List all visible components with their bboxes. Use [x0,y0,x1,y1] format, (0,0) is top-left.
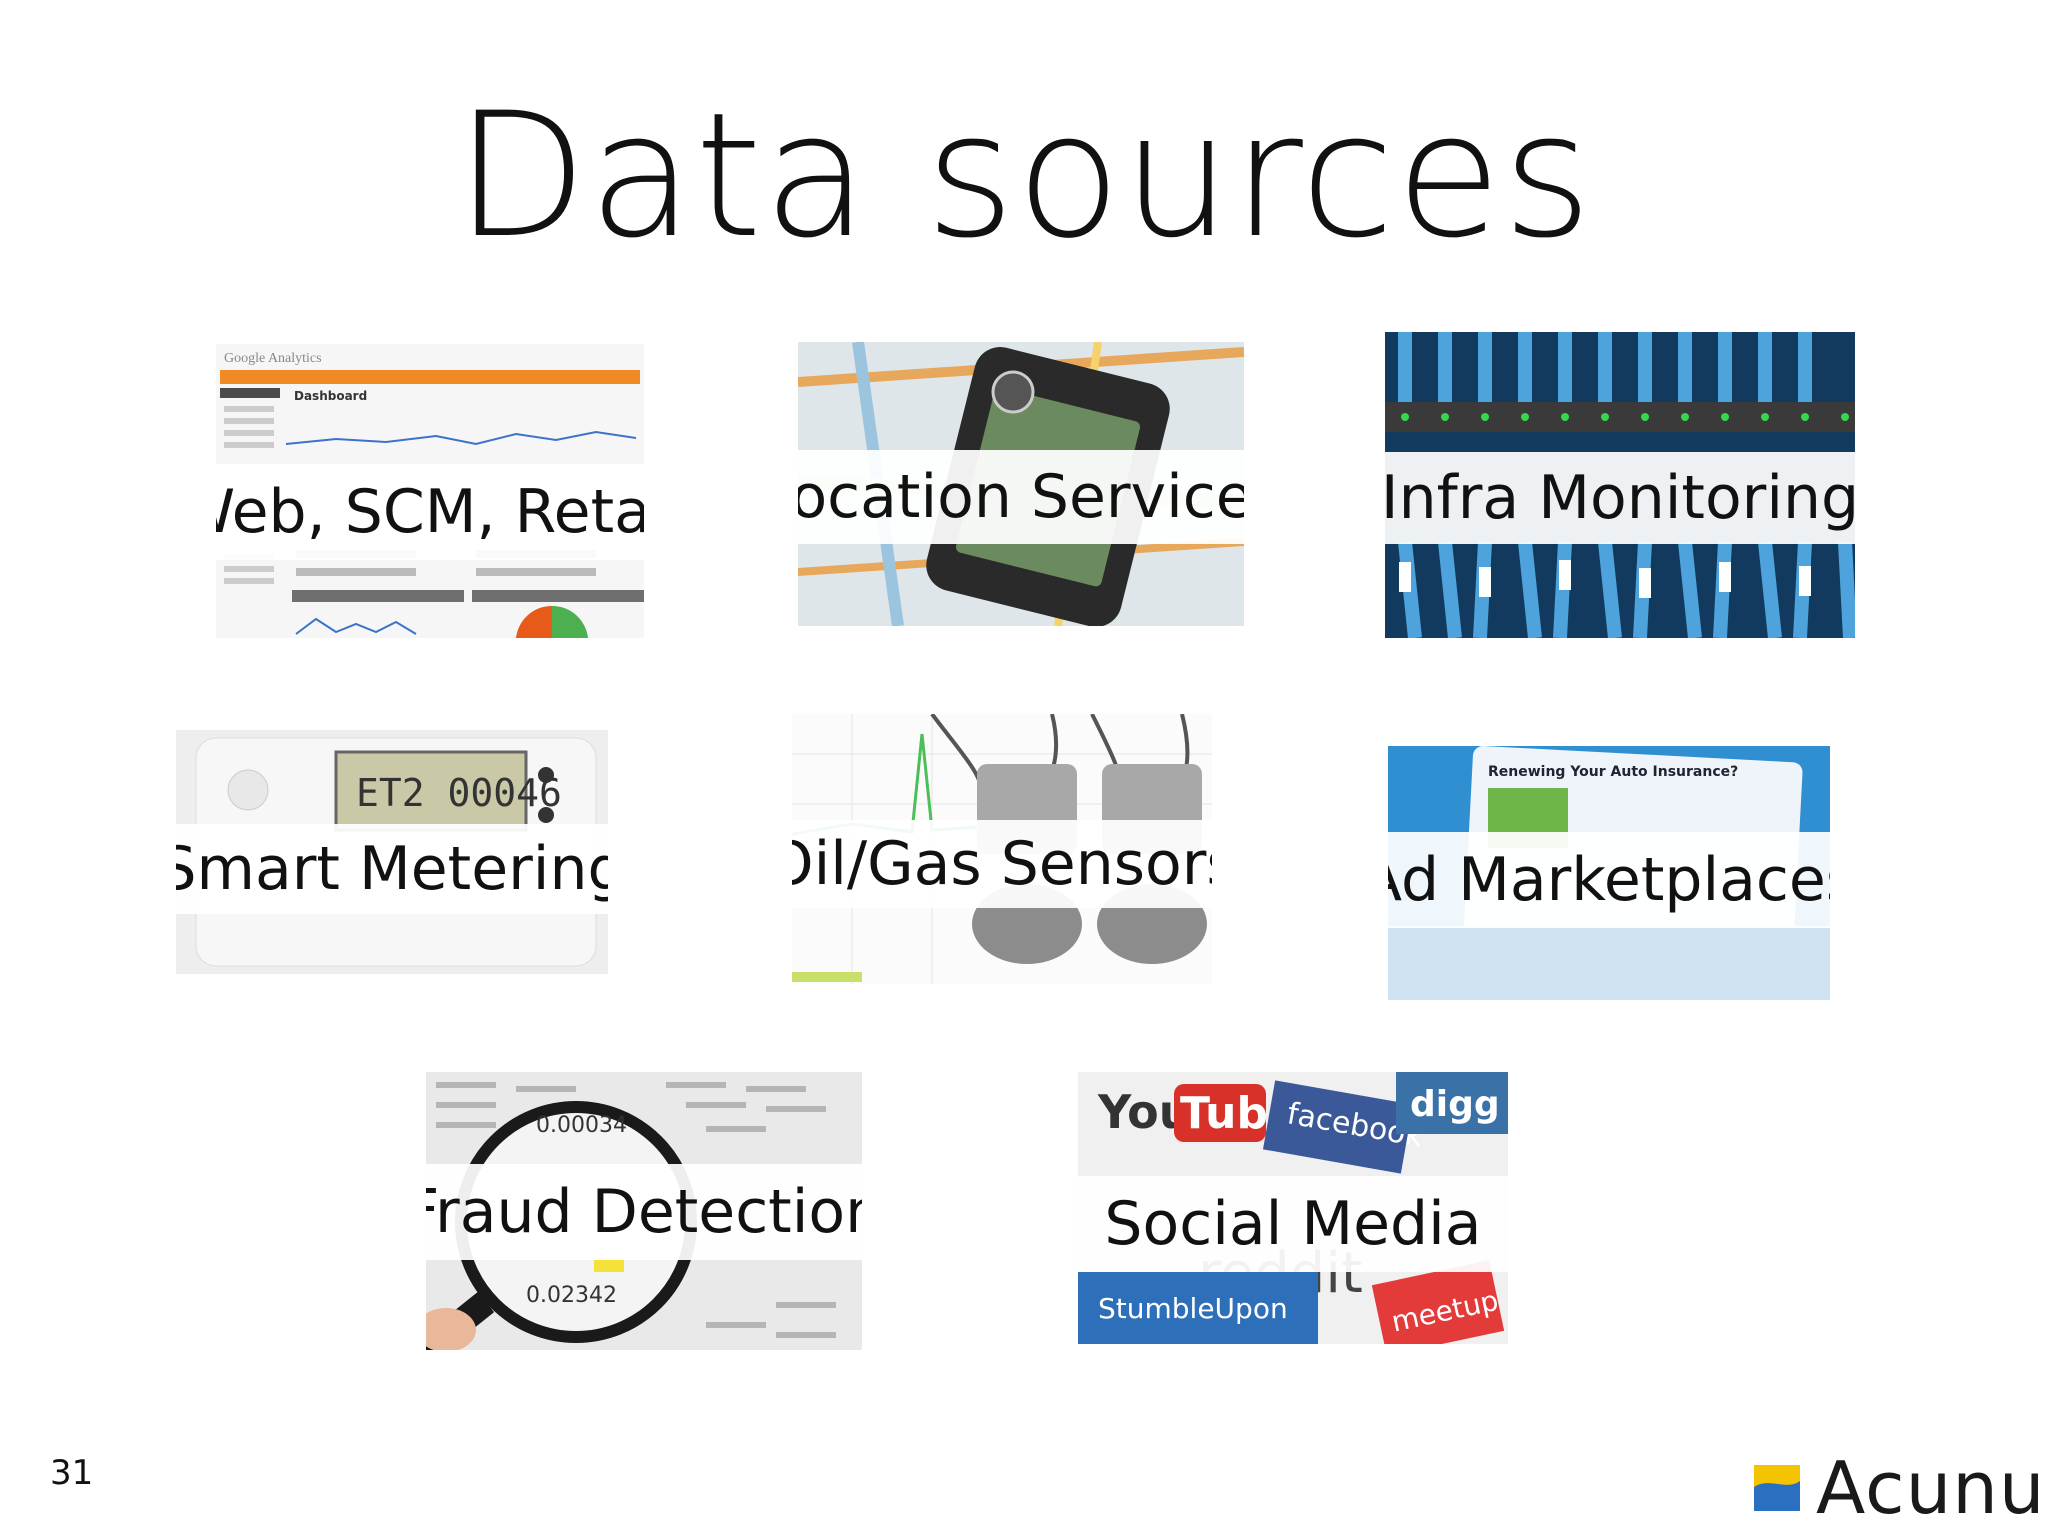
tile-label: Infra Monitoring [1385,463,1855,533]
tile-label: Smart Metering [176,834,608,904]
tile-fraud-detection: 0.00034 0.02342 Fraud Detection [426,1072,862,1350]
svg-text:0.02342: 0.02342 [526,1283,617,1308]
svg-text:Dashboard: Dashboard [294,389,367,403]
page-number: 31 [50,1453,94,1493]
tile-infra-monitoring: Infra Monitoring [1385,332,1855,638]
svg-text:digg: digg [1410,1084,1500,1125]
tile-label: Social Media [1104,1189,1482,1259]
tile-label-band: Fraud Detection [426,1164,862,1260]
tile-label-band: Smart Metering [176,824,608,914]
brand-name: Acunu [1816,1446,2046,1530]
tile-smart-metering: ET2 00046 Smart Metering [176,730,608,974]
tile-label-band: Social Media [1078,1176,1508,1272]
slide-title: Data sources [454,75,1594,276]
tile-web-scm-retail: Google Analytics Dashboard Web, SCM, Ret… [216,344,644,638]
tile-label: Location Services [798,462,1244,532]
tile-label-band: Ad Marketplaces [1388,832,1830,928]
tile-label-band: Infra Monitoring [1385,452,1855,544]
tile-label-band: Oil/Gas Sensors [792,820,1212,908]
svg-text:0.00034: 0.00034 [536,1113,627,1138]
tile-social-media: You Tube facebook digg reddit StumbleUpo… [1078,1072,1508,1344]
tile-label: Ad Marketplaces [1388,845,1830,915]
tile-ad-marketplaces: Renewing Your Auto Insurance? Ad Marketp… [1388,746,1830,1000]
svg-text:StumbleUpon: StumbleUpon [1098,1292,1288,1325]
tile-label: Web, SCM, Retail [216,477,644,547]
tile-location-services: Location Services [798,342,1244,626]
svg-text:Renewing Your Auto Insurance?: Renewing Your Auto Insurance? [1488,764,1738,780]
acunu-logo: Acunu [1754,1446,2045,1530]
tile-label: Fraud Detection [426,1177,862,1247]
tile-oil-gas-sensors: Oil/Gas Sensors [792,714,1212,984]
svg-text:Google Analytics: Google Analytics [224,351,322,366]
tile-label: Oil/Gas Sensors [792,829,1212,899]
acunu-logo-mark-icon [1754,1465,1800,1511]
tile-label-band: Location Services [798,450,1244,544]
svg-text:ET2 00046: ET2 00046 [356,771,562,815]
tile-label-band: Web, SCM, Retail [216,464,644,560]
